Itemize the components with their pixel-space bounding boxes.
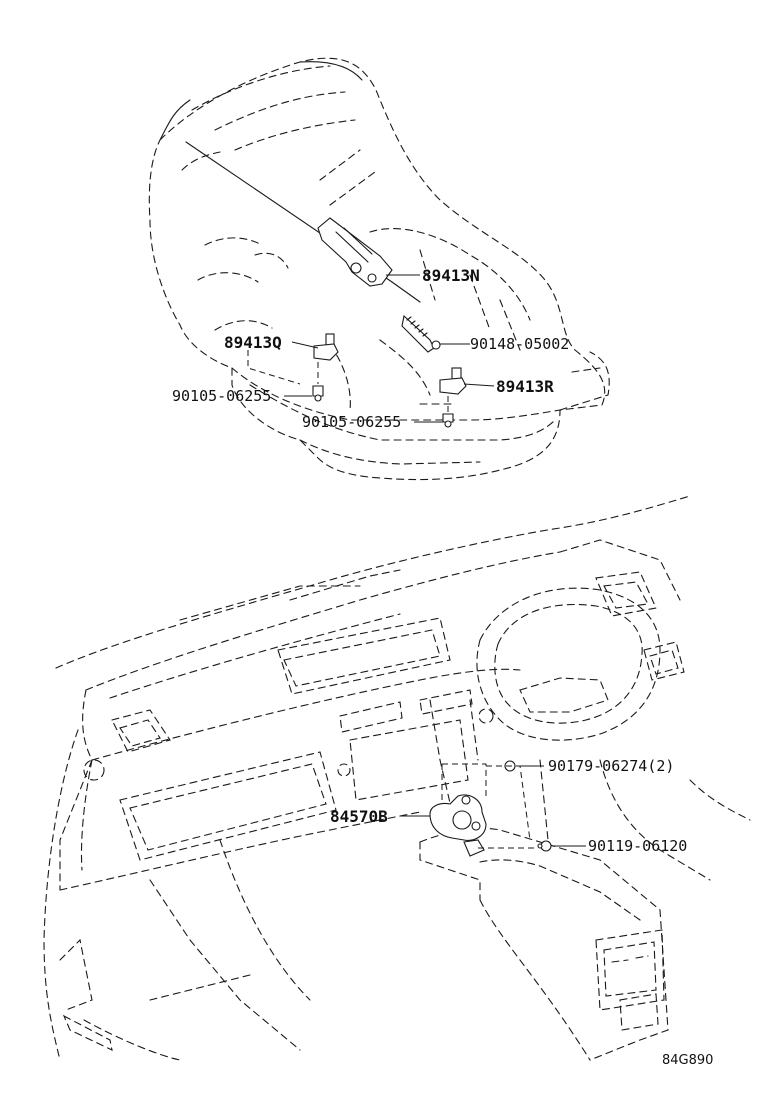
label-90105-06255-a: 90105-06255 xyxy=(172,387,271,405)
label-90105-06255-b: 90105-06255 xyxy=(302,413,401,431)
figure-code: 84G890 xyxy=(662,1053,713,1068)
label-89413q: 89413Q xyxy=(224,333,282,352)
label-89413r: 89413R xyxy=(496,377,554,396)
label-90148-05002: 90148-05002 xyxy=(470,335,569,353)
speed-sensor-r xyxy=(439,367,467,428)
speed-sensor-q xyxy=(312,333,339,402)
neutral-start-switch xyxy=(317,217,393,287)
leader-lines-top xyxy=(247,274,495,423)
leader-lines-bottom xyxy=(400,763,586,849)
shift-lock-assembly xyxy=(429,760,552,857)
label-90119-06120: 90119-06120 xyxy=(588,837,687,855)
dashboard xyxy=(43,495,751,1061)
label-84570b: 84570B xyxy=(330,807,388,826)
label-90179-06274: 90179-06274(2) xyxy=(548,757,674,775)
bolt-90148 xyxy=(401,314,441,353)
label-89413n: 89413N xyxy=(422,266,480,285)
